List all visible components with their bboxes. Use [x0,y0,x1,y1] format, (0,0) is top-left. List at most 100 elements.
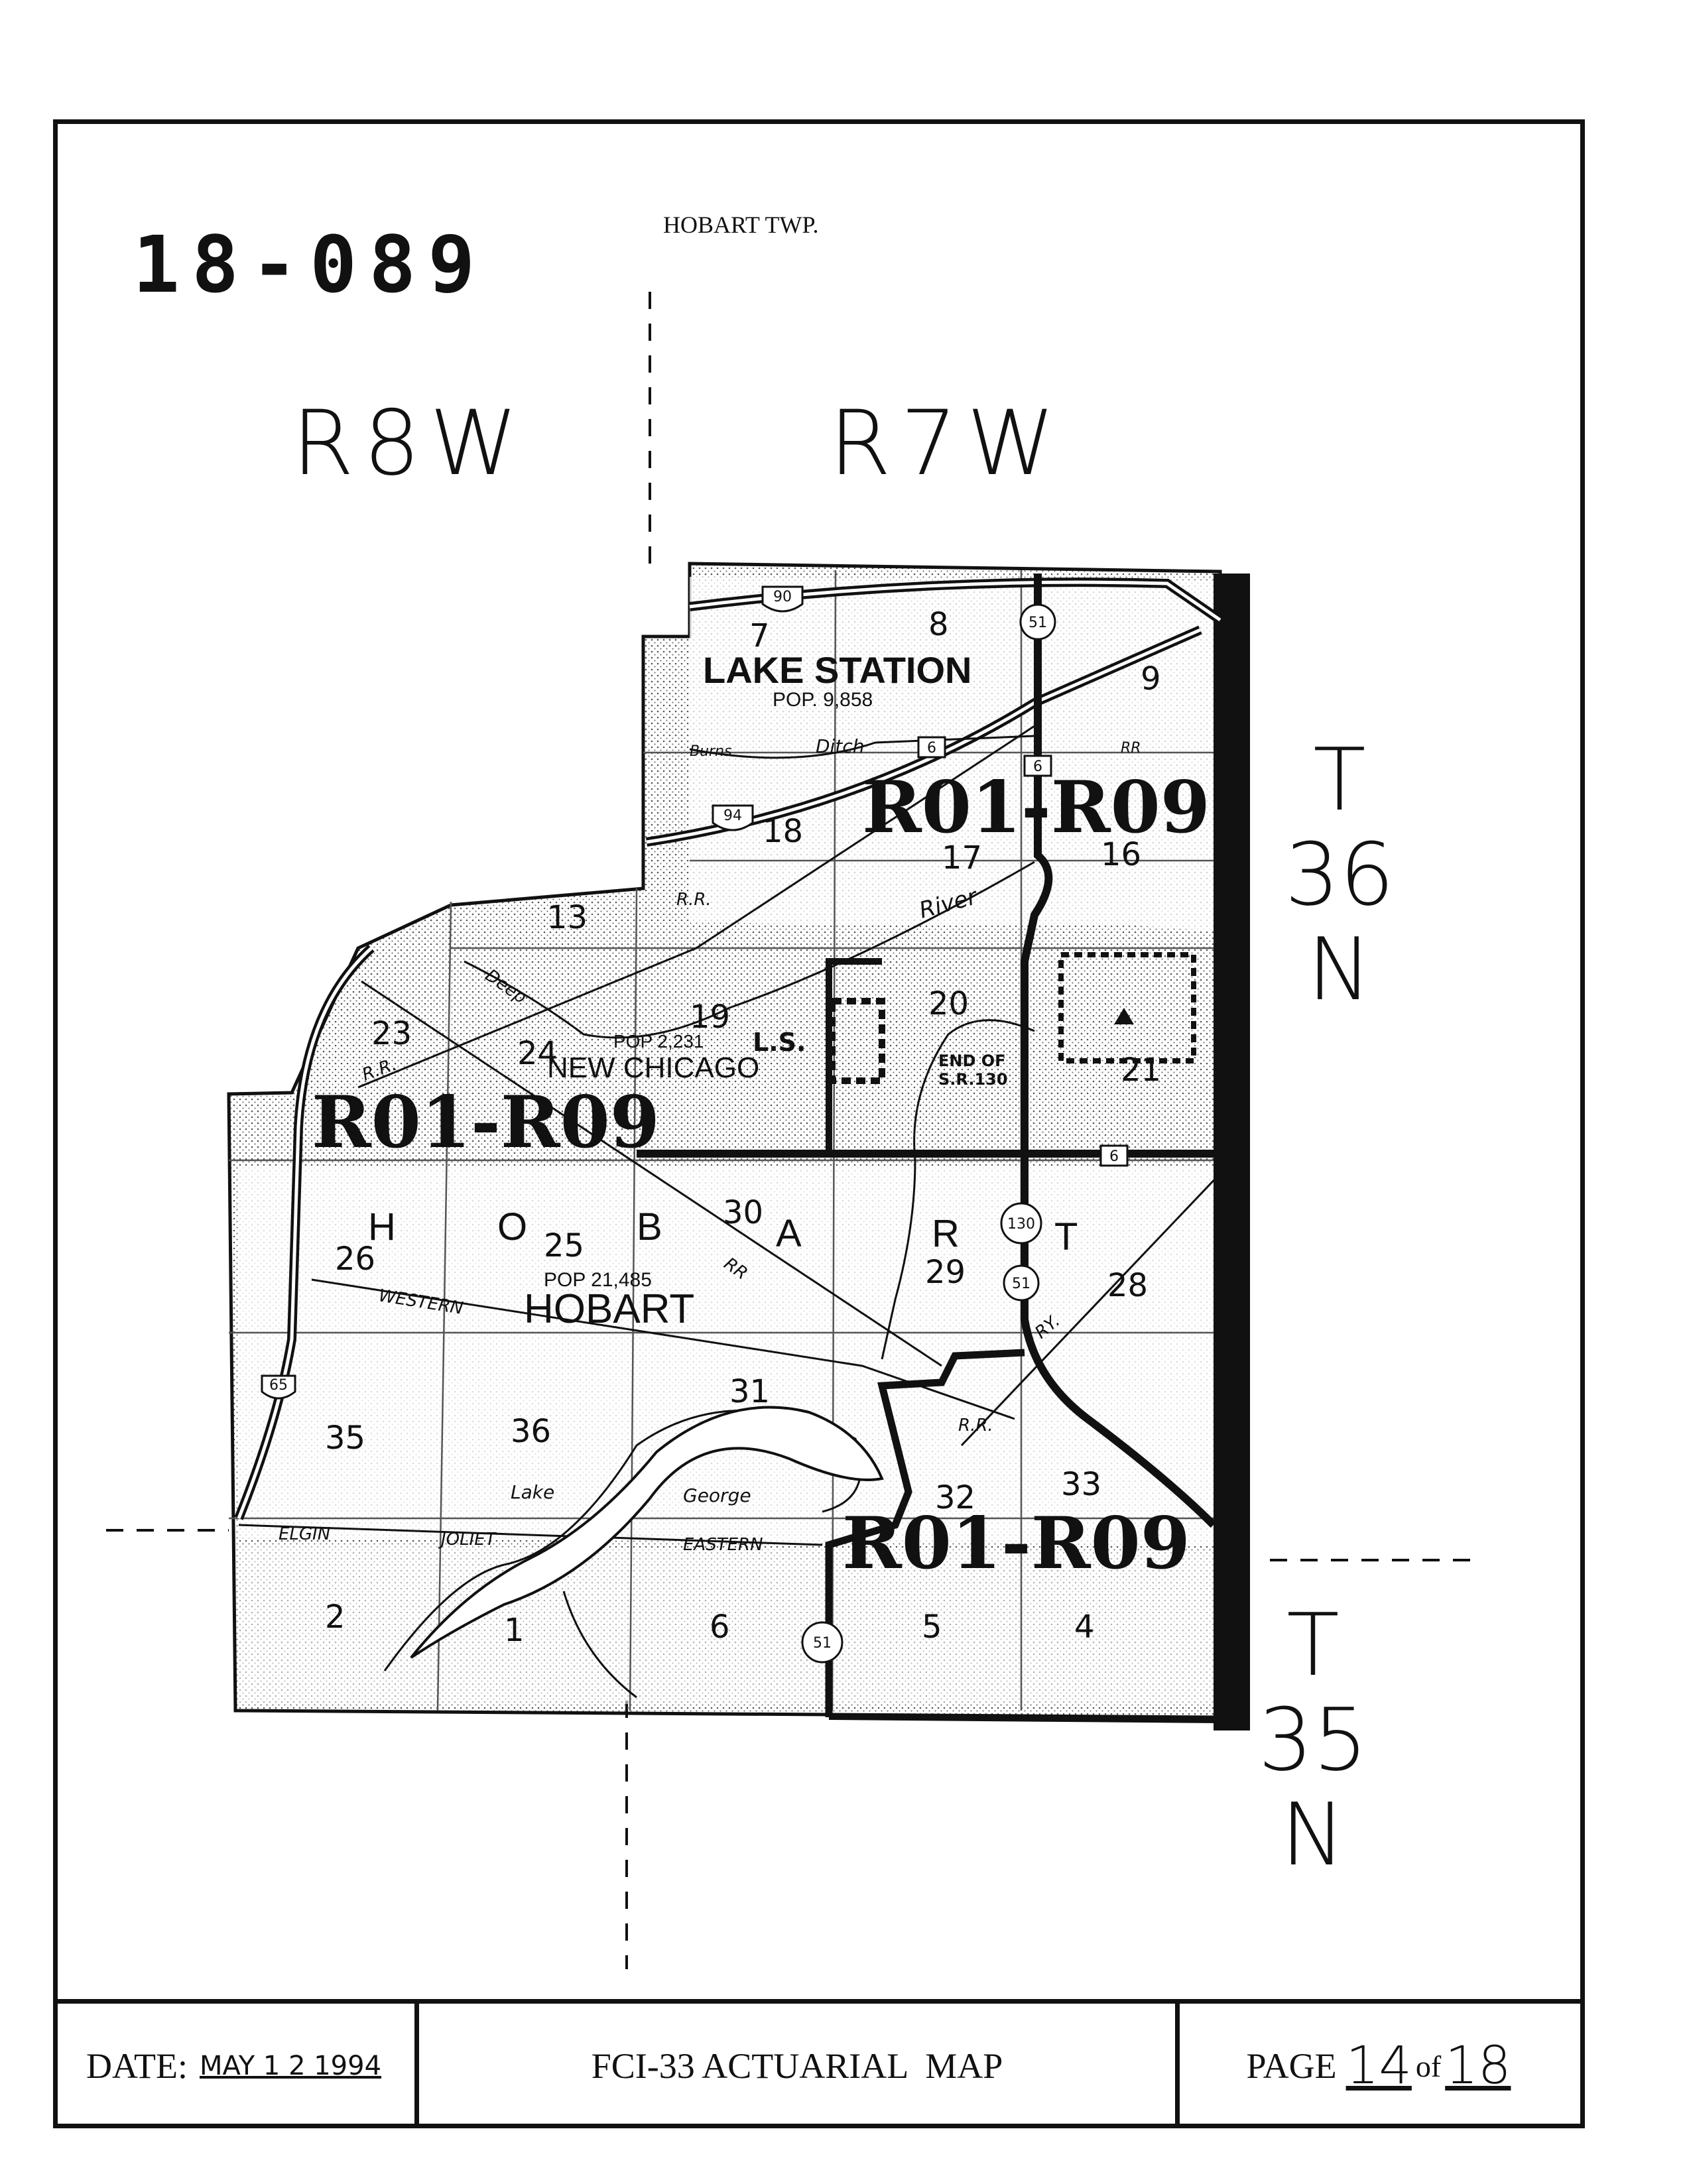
triangle-icon [1114,1008,1134,1024]
place-name: NEW CHICAGO [547,1052,759,1084]
interstate-road [646,628,1202,844]
township-letter: H [368,1205,396,1248]
rate-boundary-line [828,1715,1221,1723]
section-number: 1 [504,1612,525,1649]
section-number: 25 [544,1227,584,1264]
section-number: 35 [325,1420,365,1457]
section-number: 20 [928,985,969,1022]
county-border [1214,574,1250,1730]
page-total: 18 [1445,2036,1511,2096]
ls-boundary [829,998,885,1084]
section-number: 23 [371,1015,412,1052]
section-numbers: 7 8 9 18 17 16 13 19 20 21 23 24 25 26 3… [325,606,1161,1649]
state-shield-icon: 51 [1019,603,1056,640]
date-cell: DATE: MAY 1 2 1994 [86,2004,411,2128]
lake-station-area [690,577,1217,932]
railroad-label: R.R. [958,1416,993,1435]
section-number: 30 [723,1194,763,1231]
section-number: 16 [1101,836,1141,873]
svg-text:130: 130 [1007,1216,1035,1233]
section-number: 19 [690,999,730,1036]
industrial-area [1058,952,1196,1063]
title-cell: FCI-33 ACTUARIAL MAP [419,2004,1175,2128]
range-label-east: R7W [829,391,1065,495]
date-value: MAY 1 2 1994 [199,2051,382,2081]
township-label-north: T 36 N [1283,733,1396,1017]
page-of-label: of [1415,2049,1442,2083]
section-number: 32 [935,1479,975,1516]
interstate-shield-icon: 90 [761,585,804,613]
state-road [1021,574,1217,1528]
railroad-label: RR [1121,740,1141,757]
place-name: LAKE STATION [703,649,971,691]
township-letter: O [497,1205,527,1248]
place-population: POP. 9,858 [773,689,873,711]
township-letter: B [637,1205,662,1248]
rate-boundary-line [826,958,882,1154]
section-number: 13 [547,899,588,936]
township-map: 7 8 9 18 17 16 13 19 20 21 23 24 25 26 3… [106,292,1482,1969]
railroad-label: EASTERN [683,1535,763,1555]
us-shield-icon: 6 [1099,1144,1129,1167]
svg-text:6: 6 [927,740,936,757]
us-shield-icon: 6 [917,736,946,758]
section-number: 2 [325,1599,345,1636]
svg-text:94: 94 [723,808,742,824]
section-number: 8 [928,606,949,643]
section-number: 9 [1141,660,1161,698]
svg-text:51: 51 [1029,615,1047,631]
township-label-direction: N [1281,1784,1345,1885]
svg-text:6: 6 [1109,1148,1119,1165]
highway-shields: 90 94 65 6 6 6 51 51 51 130 [261,585,1129,1664]
svg-text:51: 51 [1012,1276,1031,1292]
section-number: 26 [335,1241,375,1278]
map-frame [53,119,1585,2128]
page-cell: PAGE 14 of 18 [1180,2004,1578,2128]
place-population: POP 21,485 [544,1269,652,1291]
interstate-road [689,580,1221,622]
footer-divider [414,2004,419,2128]
section-number: 31 [729,1373,770,1410]
interstate-shield-icon: 94 [712,804,754,831]
hobart-area [239,1167,1214,1545]
lake-label: George [683,1485,751,1506]
place-names: LAKE STATION POP. 9,858 NEW CHICAGO POP … [524,649,971,1332]
rate-code-stamp: R01-R09 [312,1081,660,1164]
interstate-shield-icon: 65 [261,1374,296,1400]
svg-text:6: 6 [1033,758,1042,775]
end-of-label: S.R.130 [938,1070,1008,1089]
section-number: 24 [517,1035,558,1072]
rate-code-stamps: R01-R09 R01-R09 R01-R09 [312,766,1210,1585]
rate-code-stamp: R01-R09 [842,1502,1190,1585]
township-label-prefix: T [1286,1595,1340,1695]
us-shield-icon: 6 [1023,755,1052,777]
township-label-number: 36 [1284,824,1395,925]
township-letter: R [932,1212,960,1255]
south-area [239,1545,1220,1704]
township-name: HOBART TWP. [663,212,819,238]
footer-bar: DATE: MAY 1 2 1994 FCI-33 ACTUARIAL MAP … [53,1999,1585,2128]
section-number: 17 [942,839,982,877]
railroad-label: ELGIN [279,1524,330,1544]
place-name: HOBART [524,1286,694,1332]
interstate-road [237,947,373,1519]
state-shield-icon: 51 [801,1621,844,1664]
section-grid [229,570,1214,1711]
township-letter: T [1054,1215,1078,1258]
section-number: 7 [749,617,770,654]
railroad-label: JOLIET [438,1530,497,1549]
lake-label: Lake [511,1481,554,1503]
section-number: 6 [710,1608,730,1646]
end-of-label: END OF [938,1052,1006,1070]
section-number: 28 [1107,1267,1148,1304]
place-population: POP 2,231 [613,1031,704,1052]
svg-text:90: 90 [773,589,792,605]
state-shield-icon: 51 [1003,1264,1040,1302]
footer-divider [1175,2004,1180,2128]
township-letters: H O B A R T [368,1205,1078,1258]
lake-george [410,1406,884,1659]
township-label-prefix: T [1313,729,1366,830]
range-label-west: R8W [292,391,528,495]
township-label-direction: N [1307,919,1372,1020]
date-label: DATE: [86,2046,188,2086]
